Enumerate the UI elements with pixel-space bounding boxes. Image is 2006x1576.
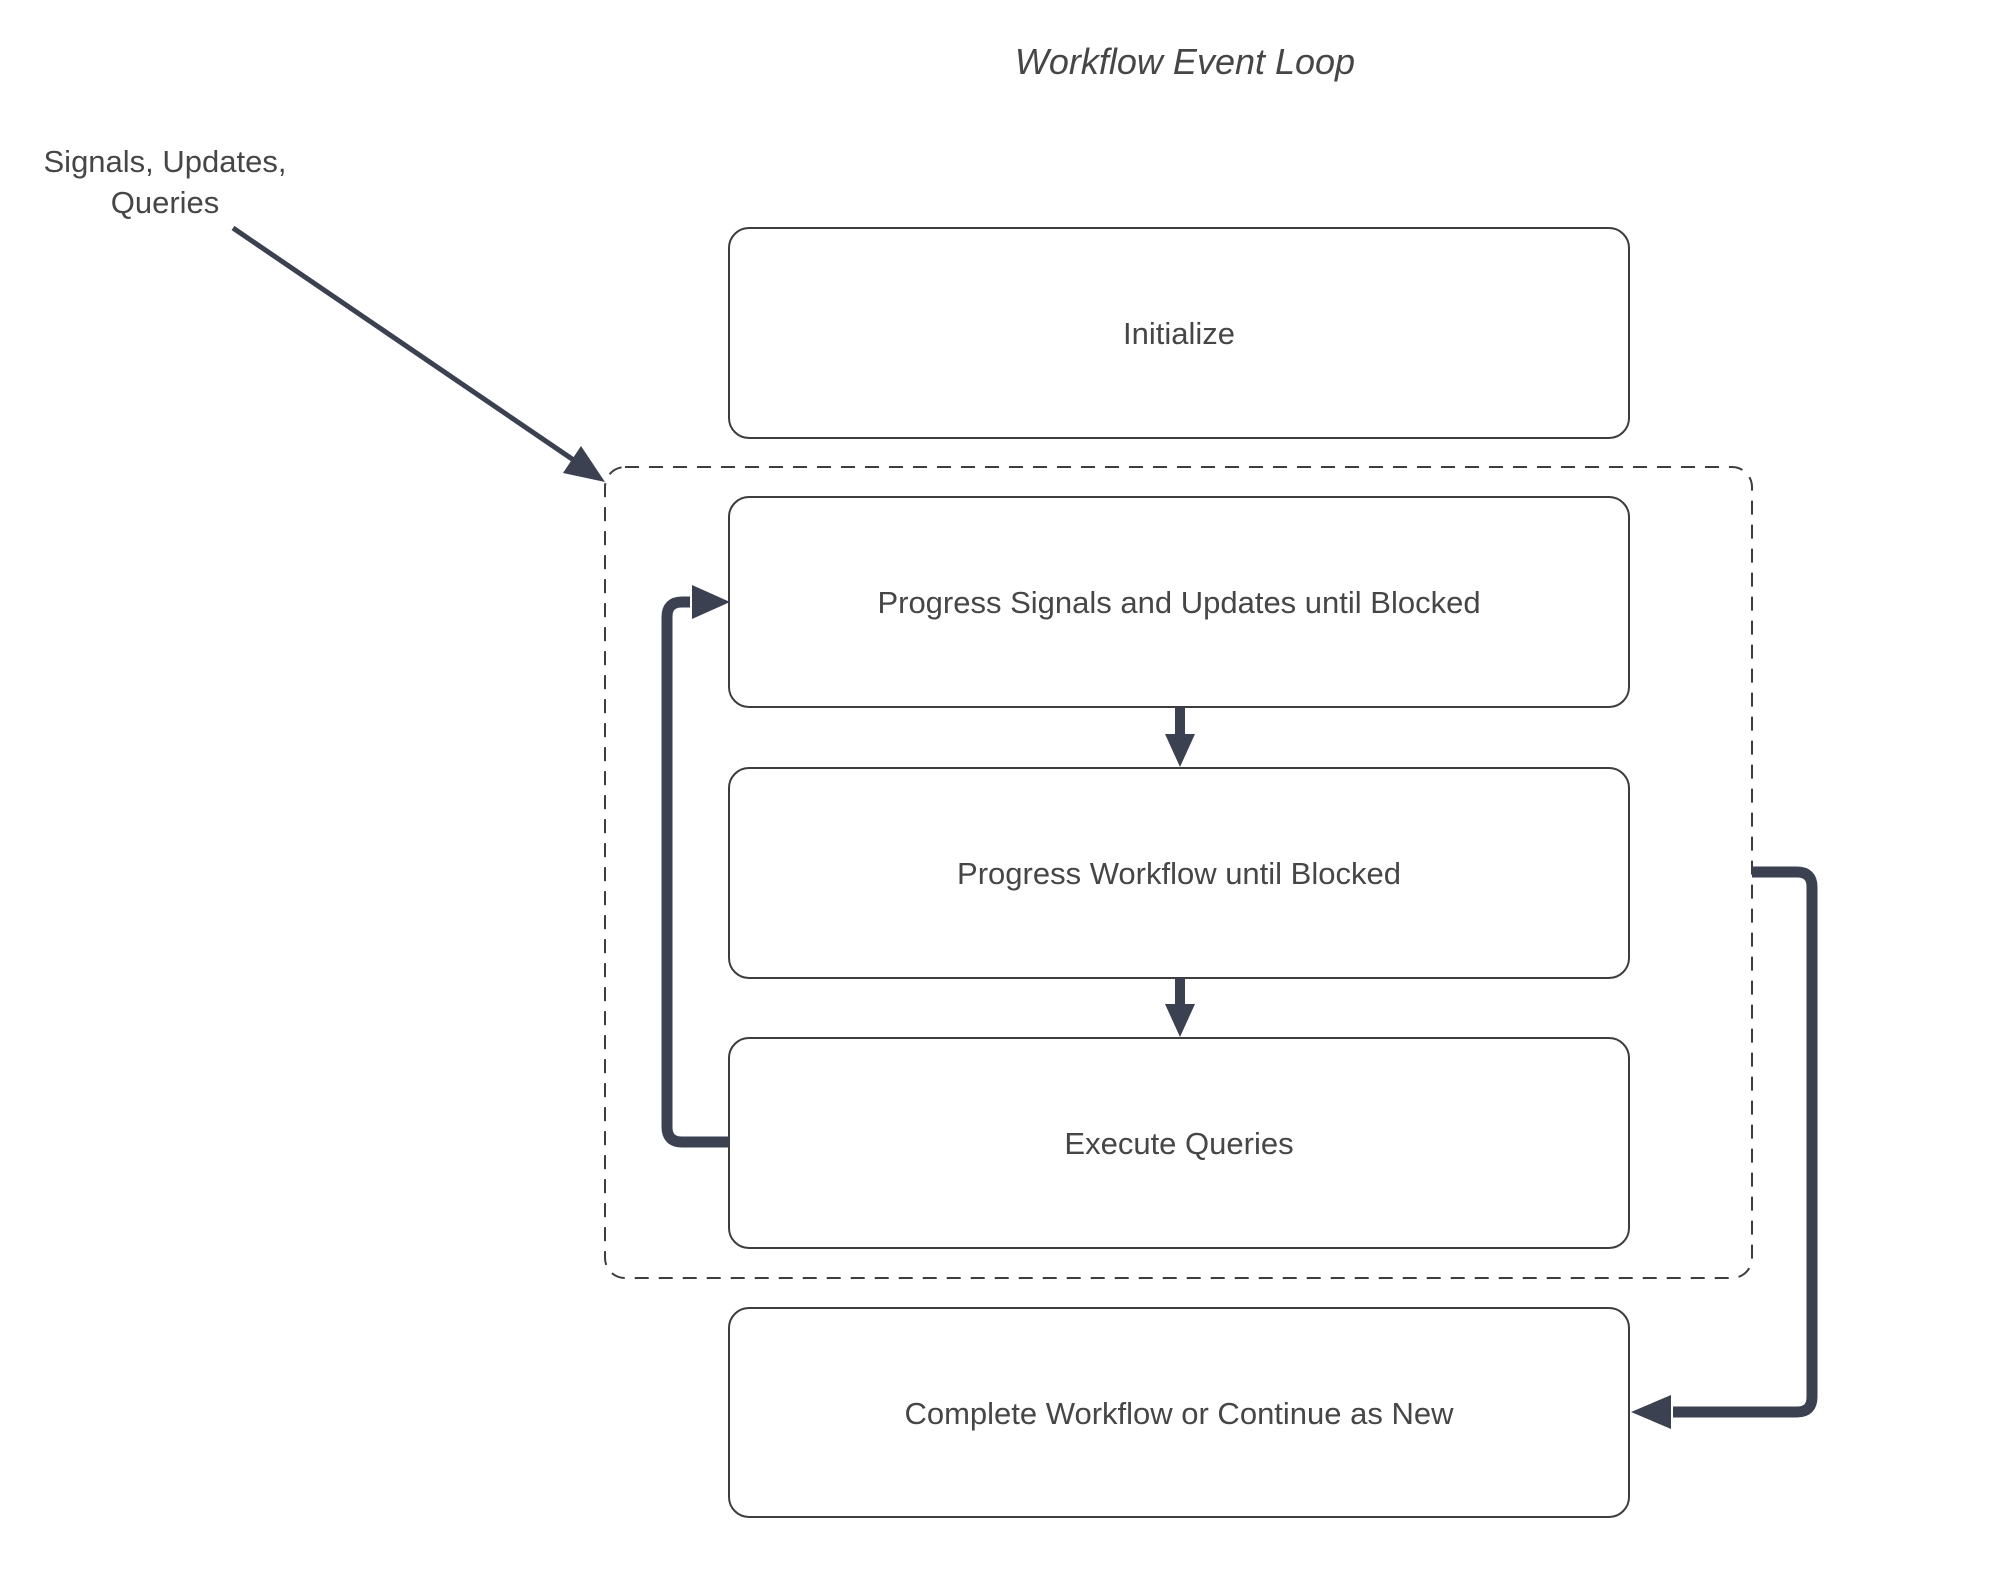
node-execute-queries-label: Execute Queries xyxy=(1064,1126,1293,1161)
node-complete-workflow-box xyxy=(728,1307,1630,1518)
node-execute-queries: Execute Queries xyxy=(728,1037,1630,1249)
annotation-line-1: Signals, Updates, xyxy=(44,144,287,179)
arrowhead-annotation-icon xyxy=(563,446,605,482)
connector-signals-to-workflow xyxy=(1165,708,1195,767)
arrowhead-workflow-to-queries-icon xyxy=(1165,1004,1195,1037)
node-complete-workflow-label: Complete Workflow or Continue as New xyxy=(904,1396,1454,1431)
diagram-title: Workflow Event Loop xyxy=(1015,41,1355,82)
annotation-line-2: Queries xyxy=(111,185,220,220)
annotation-signals-updates-queries: Signals, Updates, Queries xyxy=(44,144,287,220)
node-progress-workflow: Progress Workflow until Blocked xyxy=(728,767,1630,979)
connector-annotation-to-loop xyxy=(231,225,605,482)
connector-workflow-to-queries xyxy=(1165,978,1195,1037)
connector-annotation-line xyxy=(231,225,577,464)
arrowhead-signals-to-workflow-icon xyxy=(1165,734,1195,767)
arrowhead-loop-back-icon xyxy=(692,585,730,619)
connector-loop-back-path xyxy=(661,596,729,1148)
connector-loop-to-complete-path xyxy=(1673,866,1818,1418)
node-complete-workflow: Complete Workflow or Continue as New xyxy=(728,1307,1630,1518)
node-progress-signals-label: Progress Signals and Updates until Block… xyxy=(877,585,1480,620)
connector-loop-back xyxy=(661,585,730,1148)
node-initialize-label: Initialize xyxy=(1123,316,1235,351)
node-progress-signals: Progress Signals and Updates until Block… xyxy=(728,496,1630,708)
arrowhead-loop-to-complete-icon xyxy=(1631,1395,1671,1429)
node-initialize: Initialize xyxy=(728,227,1630,439)
node-progress-workflow-label: Progress Workflow until Blocked xyxy=(957,856,1401,891)
node-initialize-box xyxy=(728,227,1630,439)
connector-loop-to-complete xyxy=(1631,866,1818,1429)
